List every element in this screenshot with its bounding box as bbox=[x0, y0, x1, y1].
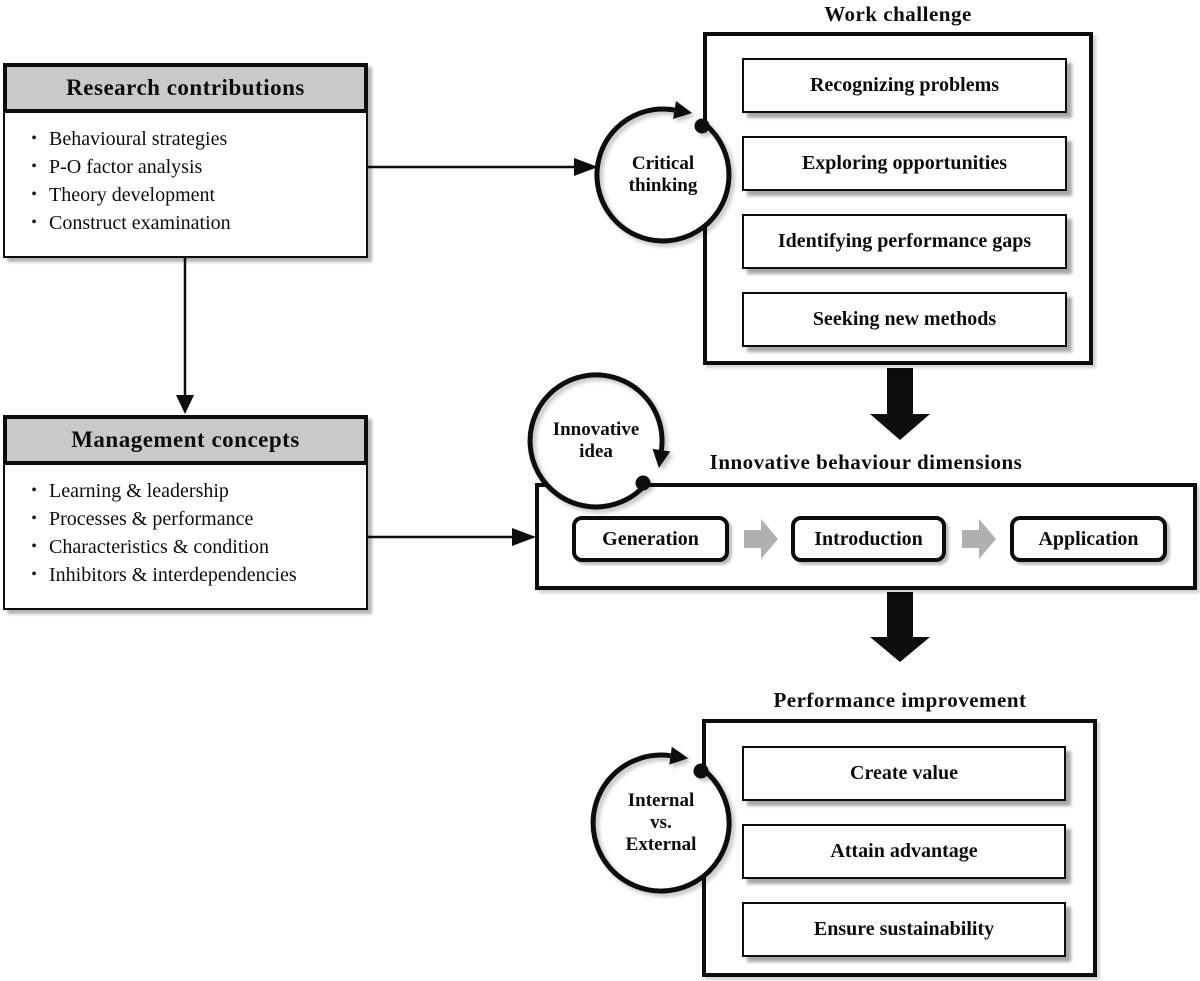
list-item: • Behavioural strategies bbox=[19, 125, 358, 153]
list-item-label: Characteristics & condition bbox=[49, 536, 269, 558]
list-item-label: Theory development bbox=[49, 184, 216, 206]
list-item: • Theory development bbox=[19, 181, 358, 209]
bullet-icon: • bbox=[31, 482, 37, 499]
performance-improvement-container: Create value Attain advantage Ensure sus… bbox=[702, 719, 1097, 977]
innovative-dimensions-container: Generation Introduction Application bbox=[535, 483, 1197, 590]
bullet-icon: • bbox=[31, 538, 37, 555]
bullet-icon: • bbox=[31, 130, 37, 147]
list-item-label: Construct examination bbox=[49, 212, 231, 234]
research-contributions-header: Research contributions bbox=[3, 63, 368, 113]
arrow-research-to-critical-thinking bbox=[368, 158, 598, 176]
arrow-dimensions-to-performance bbox=[870, 592, 930, 662]
bullet-icon: • bbox=[31, 158, 37, 175]
performance-item: Ensure sustainability bbox=[742, 902, 1066, 957]
critical-thinking-line2: thinking bbox=[628, 175, 698, 196]
stage-application: Application bbox=[1010, 516, 1167, 562]
list-item-label: Learning & leadership bbox=[49, 480, 229, 502]
bullet-icon: • bbox=[31, 566, 37, 583]
gray-right-arrow-icon bbox=[744, 519, 778, 559]
arrow-research-to-management bbox=[176, 258, 194, 414]
list-item: • Inhibitors & interdependencies bbox=[19, 561, 358, 589]
management-concepts-header: Management concepts bbox=[3, 415, 368, 465]
list-item-label: P-O factor analysis bbox=[49, 156, 203, 178]
work-challenge-title: Work challenge bbox=[824, 2, 972, 26]
work-challenge-container: Recognizing problems Exploring opportuni… bbox=[703, 32, 1093, 365]
internal-external-loop-icon bbox=[590, 746, 732, 894]
management-concepts-box: Management concepts • Learning & leadersh… bbox=[3, 415, 368, 610]
stage-generation: Generation bbox=[572, 516, 729, 562]
internal-external-label: Internal vs. External bbox=[591, 790, 731, 856]
list-item-label: Behavioural strategies bbox=[49, 128, 228, 150]
innovative-idea-loop-icon bbox=[527, 372, 671, 510]
critical-thinking-label: Critical thinking bbox=[593, 153, 733, 197]
innovative-idea-line1: Innovative bbox=[552, 419, 640, 440]
work-challenge-item: Recognizing problems bbox=[742, 58, 1067, 113]
performance-improvement-title: Performance improvement bbox=[773, 688, 1027, 712]
arrow-challenge-to-dimensions bbox=[870, 368, 930, 440]
innovative-idea-label: Innovative idea bbox=[526, 419, 666, 463]
management-concepts-list: • Learning & leadership • Processes & perf… bbox=[3, 465, 368, 610]
list-item-label: Inhibitors & interdependencies bbox=[49, 564, 297, 586]
gray-right-arrow-icon bbox=[962, 519, 996, 559]
work-challenge-item: Seeking new methods bbox=[742, 292, 1067, 347]
internal-external-line3: External bbox=[625, 834, 697, 855]
work-challenge-item: Identifying performance gaps bbox=[742, 214, 1067, 269]
list-item: • P-O factor analysis bbox=[19, 153, 358, 181]
research-contributions-list: • Behavioural strategies • P-O factor anal… bbox=[3, 113, 368, 258]
list-item: • Characteristics & condition bbox=[19, 533, 358, 561]
stage-introduction: Introduction bbox=[791, 516, 946, 562]
list-item: • Learning & leadership bbox=[19, 477, 358, 505]
list-item: • Construct examination bbox=[19, 209, 358, 237]
performance-item: Create value bbox=[742, 746, 1066, 801]
innovative-idea-line2: idea bbox=[579, 441, 613, 462]
work-challenge-item: Exploring opportunities bbox=[742, 136, 1067, 191]
list-item: • Processes & performance bbox=[19, 505, 358, 533]
critical-thinking-line1: Critical bbox=[631, 153, 695, 174]
innovative-dimensions-title: Innovative behaviour dimensions bbox=[709, 450, 1023, 474]
critical-thinking-loop-icon bbox=[594, 101, 732, 244]
list-item-label: Processes & performance bbox=[49, 508, 254, 530]
research-contributions-box: Research contributions • Behavioural stra… bbox=[3, 63, 368, 258]
bullet-icon: • bbox=[31, 510, 37, 527]
internal-external-line2: vs. bbox=[650, 812, 672, 833]
arrow-management-to-dimensions bbox=[367, 528, 536, 546]
internal-external-line1: Internal bbox=[627, 790, 695, 811]
bullet-icon: • bbox=[31, 186, 37, 203]
performance-item: Attain advantage bbox=[742, 824, 1066, 879]
bullet-icon: • bbox=[31, 214, 37, 231]
